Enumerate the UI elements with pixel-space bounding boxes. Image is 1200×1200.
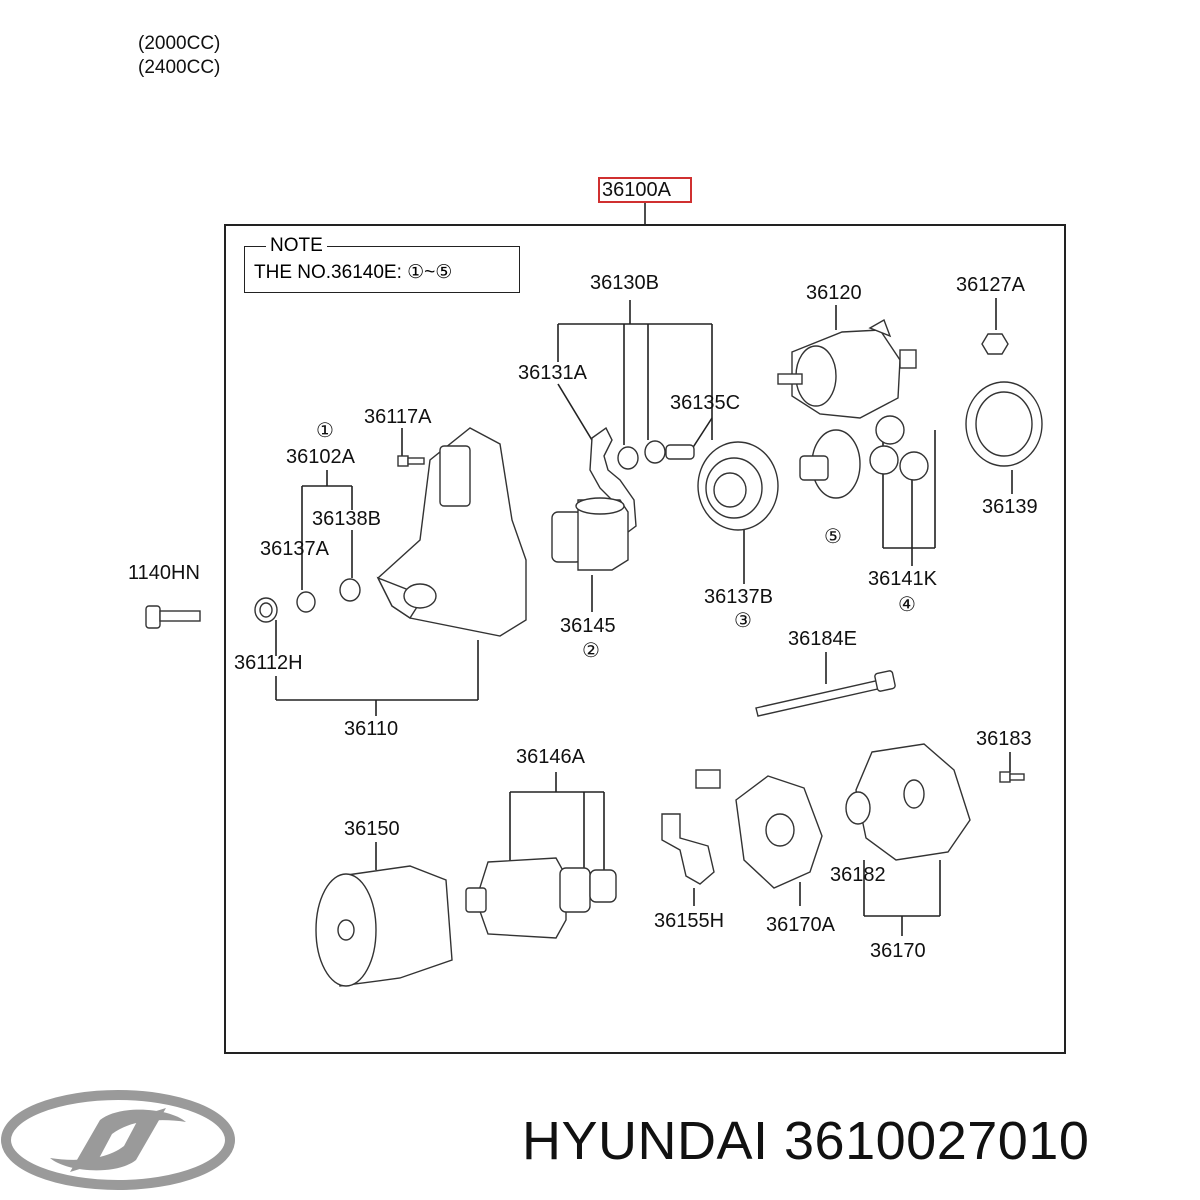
bolt-1140hn-drawing xyxy=(145,605,201,629)
ring-36138b-drawing xyxy=(339,578,361,602)
note-text: THE NO.36140E: ①~⑤ xyxy=(254,262,453,283)
gear-housing-36137b-drawing xyxy=(697,441,779,531)
part-label-36110[interactable]: 36110 xyxy=(344,718,399,740)
assembly-frame xyxy=(224,224,1066,1054)
washer-36137a-drawing xyxy=(296,591,316,613)
shaft-drawing xyxy=(799,429,861,499)
engine-variant-line-2: (2400CC) xyxy=(138,57,221,78)
planet-gears-36141k-drawing xyxy=(869,415,929,481)
part-label-36170a[interactable]: 36170A xyxy=(766,914,835,936)
part-label-36139[interactable]: 36139 xyxy=(982,496,1038,518)
part-label-36150[interactable]: 36150 xyxy=(344,818,400,840)
screw-36117a-drawing xyxy=(397,455,425,467)
circled-number-4: ④ xyxy=(898,594,916,616)
circled-number-2: ② xyxy=(582,640,600,662)
part-label-36137a[interactable]: 36137A xyxy=(260,538,329,560)
through-bolt-36184e-drawing xyxy=(755,670,896,717)
ring-36139-drawing xyxy=(965,381,1043,467)
part-label-36102a[interactable]: 36102A xyxy=(286,446,355,468)
part-label-36135c[interactable]: 36135C xyxy=(670,392,741,414)
circled-number-3: ③ xyxy=(734,610,752,632)
armature-36146a-drawing xyxy=(465,857,617,939)
rear-bracket-36170-drawing xyxy=(845,743,971,861)
brand-part-number: HYUNDAI 3610027010 xyxy=(522,1111,1090,1171)
brush-36155h-drawing xyxy=(661,769,721,885)
part-label-36130b[interactable]: 36130B xyxy=(590,272,659,294)
part-label-36183[interactable]: 36183 xyxy=(976,728,1032,750)
part-label-36182[interactable]: 36182 xyxy=(830,864,886,886)
circled-number-1: ① xyxy=(316,420,334,442)
screw-36183-drawing xyxy=(999,771,1025,783)
part-label-36146a[interactable]: 36146A xyxy=(516,746,585,768)
part-label-36137b[interactable]: 36137B xyxy=(704,586,773,608)
brush-holder-36170a-drawing xyxy=(735,775,823,889)
part-label-36117a[interactable]: 36117A xyxy=(364,406,432,428)
note-title: NOTE xyxy=(266,236,327,256)
highlight-box xyxy=(598,177,692,203)
part-label-36127a[interactable]: 36127A xyxy=(956,274,1025,296)
part-label-36131a[interactable]: 36131A xyxy=(518,362,587,384)
part-label-36120[interactable]: 36120 xyxy=(806,282,862,304)
nut-36127a-drawing xyxy=(981,333,1009,355)
part-label-1140hn[interactable]: 1140HN xyxy=(128,562,200,584)
engine-variant-line-1: (2000CC) xyxy=(138,33,221,54)
part-label-36100a[interactable]: 36100A xyxy=(602,179,671,201)
hyundai-logo-icon xyxy=(1,1090,235,1190)
part-label-36184e[interactable]: 36184E xyxy=(788,628,857,650)
yoke-36150-drawing xyxy=(315,865,453,987)
part-label-36138b[interactable]: 36138B xyxy=(312,508,381,530)
clutch-36145-drawing xyxy=(551,497,629,571)
part-label-36141k[interactable]: 36141K xyxy=(868,568,937,590)
note-box xyxy=(244,246,520,293)
part-label-36155h[interactable]: 36155H xyxy=(654,910,725,932)
housing-36110-drawing xyxy=(376,427,527,637)
part-label-36145[interactable]: 36145 xyxy=(560,615,616,637)
part-label-36112h[interactable]: 36112H xyxy=(234,652,303,674)
solenoid-36120-drawing xyxy=(777,318,917,419)
part-label-36170[interactable]: 36170 xyxy=(870,940,926,962)
circled-number-5: ⑤ xyxy=(824,526,842,548)
